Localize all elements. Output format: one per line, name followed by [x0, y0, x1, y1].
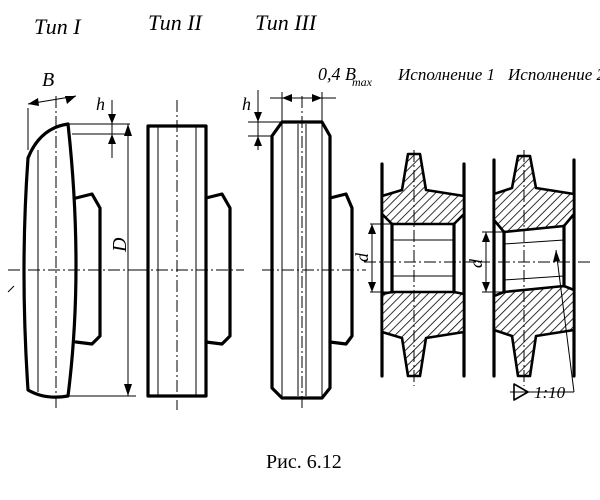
pulley-type-1: B h D [8, 69, 138, 410]
section-variant-1: d [352, 150, 478, 386]
dim-max-label: max [352, 75, 373, 89]
label-type-2: Тип II [148, 10, 204, 35]
dim-d2-label: d [466, 258, 486, 268]
label-variant-2: Исполнение 2 [507, 65, 600, 84]
pulley-type-3: h 0,4 B max [242, 64, 373, 410]
label-type-1: Тип I [34, 14, 82, 39]
label-variant-1: Исполнение 1 [397, 65, 495, 84]
figure-caption: Рис. 6.12 [266, 451, 342, 473]
taper-label: 1:10 [534, 383, 566, 402]
dim-h1-label: h [96, 94, 105, 114]
taper-symbol [513, 383, 529, 401]
label-type-3: Тип III [255, 10, 318, 35]
dim-04B-label: 0,4 B [318, 64, 356, 84]
dim-h3-label: h [242, 94, 251, 114]
section-variant-2: d 1:10 [466, 150, 592, 402]
dim-d1-label: d [352, 252, 372, 262]
dim-B-label: B [42, 69, 54, 91]
dim-D-label: D [109, 237, 131, 253]
pulley-type-2 [136, 100, 244, 410]
